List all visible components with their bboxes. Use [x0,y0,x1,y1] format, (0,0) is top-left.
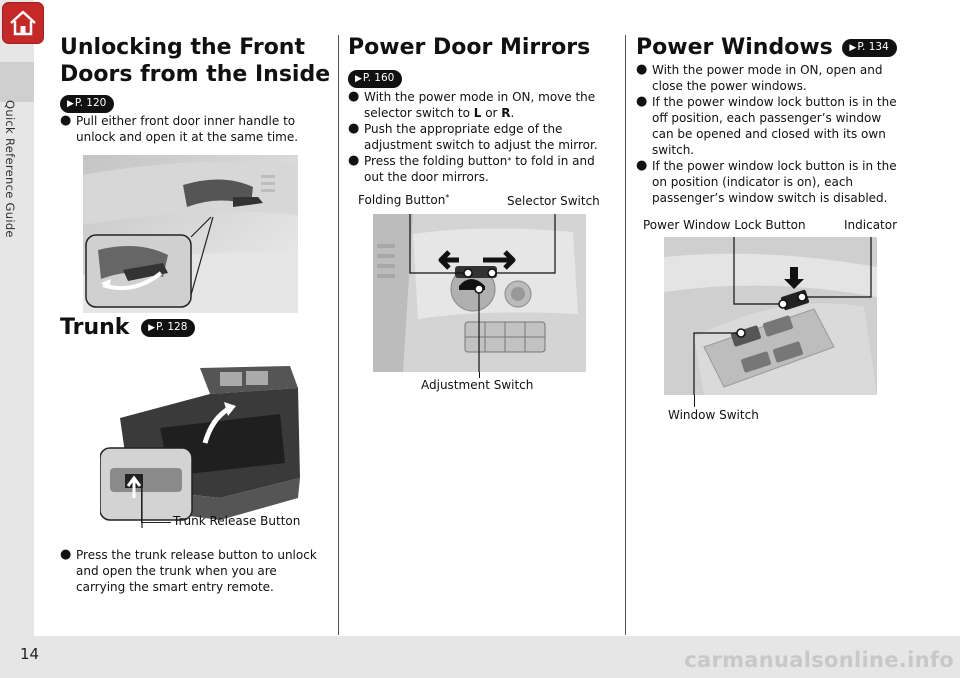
watermark: carmanualsonline.info [684,648,954,672]
page-ref-134[interactable]: ▶P. 134 [842,39,897,57]
home-icon [10,10,36,36]
list-item: ● If the power window lock button is in … [636,94,897,157]
trunk-bullets: ● Press the trunk release button to unlo… [60,547,330,595]
door-handle-image [83,155,298,313]
column-divider [338,35,339,635]
callout-power-window-lock-button: Power Window Lock Button [643,218,806,232]
page-ref-120[interactable]: ▶P. 120 [60,93,115,113]
callout-folding-button: Folding Button* [358,193,450,207]
section-title-mirrors: Power Door Mirrors [348,35,591,60]
section-title-trunk: Trunk ▶P. 128 [60,314,196,341]
callout-line [479,372,480,378]
sidebar [0,0,34,636]
home-button[interactable] [2,2,44,44]
section-title-unlocking: Unlocking the Front Doors from the Insid… [60,35,331,87]
callout-window-switch: Window Switch [668,408,759,422]
callout-line [141,476,142,523]
list-item: ● Press the folding button* to fold in a… [348,153,595,184]
column-divider [625,35,626,635]
callout-indicator: Indicator [844,218,898,232]
callout-line [141,522,171,523]
page-ref-160[interactable]: ▶P. 160 [348,68,403,88]
window-switch-image [664,237,877,395]
mirror-switch-image [373,214,586,372]
sidebar-tab[interactable] [0,62,34,102]
section-title-windows: Power Windows ▶P. 134 [636,34,897,61]
page-number: 14 [20,645,40,663]
unlock-bullets: ● Pull either front door inner handle to… [60,113,330,145]
callout-adjustment-switch: Adjustment Switch [421,378,534,392]
list-item: ● If the power window lock button is in … [636,158,897,205]
sidebar-label: Quick Reference Guide [3,100,17,238]
list-item: ● Press the trunk release button to unlo… [60,547,317,594]
list-item: ● Pull either front door inner handle to… [60,113,299,144]
footer [0,636,960,678]
callout-trunk-release-button: Trunk Release Button [173,514,301,528]
callout-selector-switch: Selector Switch [507,194,600,208]
page-ref-128[interactable]: ▶P. 128 [141,319,196,337]
trunk-image [100,358,305,528]
callout-line [694,395,695,407]
